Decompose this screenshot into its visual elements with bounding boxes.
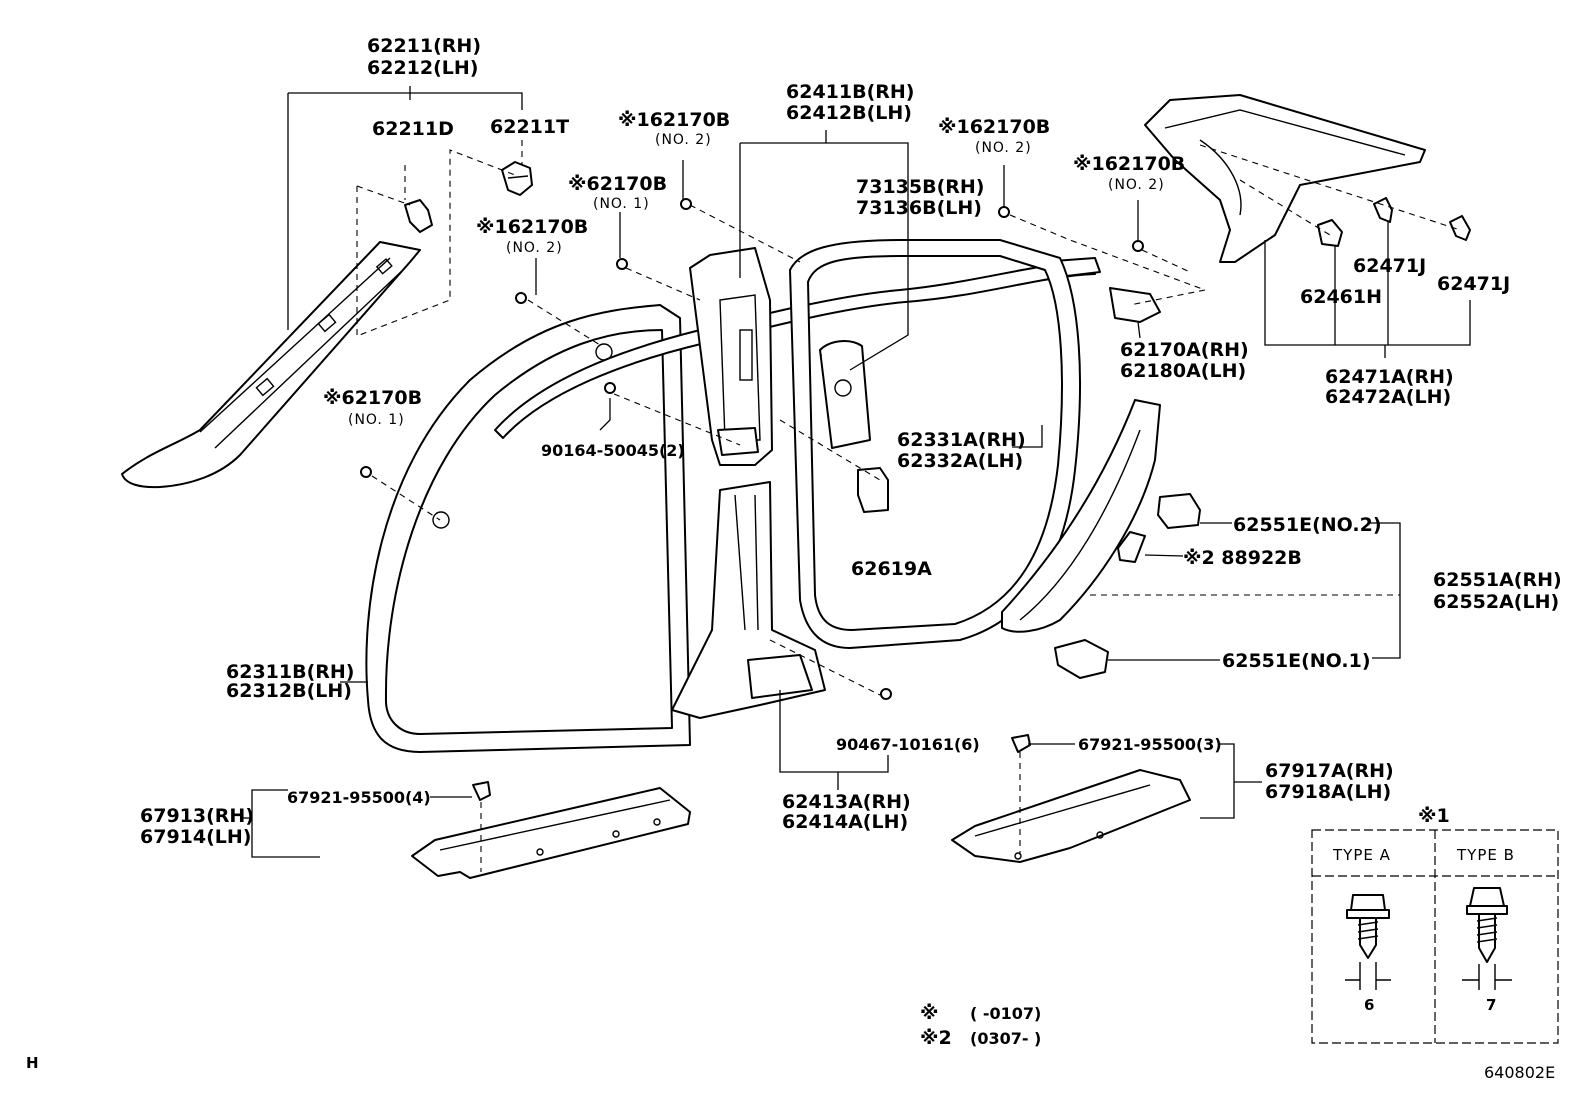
roof-side-inner-garnish <box>1001 399 1161 633</box>
label-62312b: 62312B(LH) <box>226 680 352 702</box>
label-62212: 62212(LH) <box>367 57 478 79</box>
rear-scuff-plate <box>951 769 1191 863</box>
type-a-screw-icon <box>1345 894 1391 990</box>
label-62170b-d-sub: (NO. 1) <box>348 412 405 428</box>
label-62170b-b-sub: (NO. 1) <box>593 196 650 212</box>
label-62311b: 62311B(RH) <box>226 661 354 683</box>
clip-62461h-icon <box>1317 219 1343 247</box>
label-62180a: 62180A(LH) <box>1120 360 1246 382</box>
type-b-screw-icon <box>1462 887 1512 990</box>
clip-62471j-a-icon <box>1373 197 1393 223</box>
page-code: H <box>26 1054 39 1072</box>
label-62412b: 62412B(LH) <box>786 102 912 124</box>
label-62619a: 62619A <box>851 558 932 580</box>
label-62170b-e-sub: (NO. 2) <box>975 140 1032 156</box>
label-62170b-d: ※62170B <box>323 387 422 409</box>
note2-text: (0307- ) <box>970 1029 1041 1048</box>
label-62551e-no2: 62551E(NO.2) <box>1233 514 1382 536</box>
label-62170b-a-sub: (NO. 2) <box>655 132 712 148</box>
label-62211t: 62211T <box>490 116 569 138</box>
label-62471j-b: 62471J <box>1437 273 1510 295</box>
package-tray-trim <box>1144 94 1426 263</box>
label-62461h: 62461H <box>1300 286 1382 308</box>
label-62170b-c: ※162170B <box>476 216 588 238</box>
clip-62551e-no1-icon <box>1054 639 1109 679</box>
note1-mark: ※ <box>920 1002 938 1024</box>
front-scuff-plate <box>411 787 691 879</box>
label-73135b: 73135B(RH) <box>856 176 984 198</box>
type-a-dim: 6 <box>1364 996 1374 1014</box>
label-62170b-b: ※62170B <box>568 173 667 195</box>
screw-icons <box>360 198 1144 801</box>
label-62170b-c-sub: (NO. 2) <box>506 240 563 256</box>
label-62331a: 62331A(RH) <box>897 429 1026 451</box>
footnotes: ※ ( -0107) ※2 (0307- ) <box>920 1002 1041 1049</box>
part-labels: 62211(RH) 62212(LH) 62211D 62211T ※16217… <box>140 35 1562 848</box>
label-88922b: ※2 88922B <box>1183 547 1302 569</box>
clip-62211d-icon <box>404 199 433 233</box>
center-pillar-lower-garnish <box>671 481 826 719</box>
front-door-opening-trim <box>365 304 691 753</box>
clip-88922b-icon <box>1117 531 1146 563</box>
label-62551a: 62551A(RH) <box>1433 569 1562 591</box>
diagram-id: 640802E <box>1484 1063 1555 1082</box>
seat-belt-anchor-cover <box>819 340 871 449</box>
label-62413a: 62413A(RH) <box>782 791 911 813</box>
label-62332a: 62332A(LH) <box>897 450 1023 472</box>
label-62471j-a: 62471J <box>1353 255 1426 277</box>
type-b-label: TYPE B <box>1456 846 1515 864</box>
label-62551e-no1: 62551E(NO.1) <box>1222 650 1371 672</box>
label-62411b: 62411B(RH) <box>786 81 914 103</box>
clip-62211t-icon <box>501 161 533 196</box>
label-62472a: 62472A(LH) <box>1325 386 1451 408</box>
type-a-label: TYPE A <box>1332 846 1391 864</box>
label-67914: 67914(LH) <box>140 826 251 848</box>
screw-type-box: ※1 TYPE A TYPE B 6 7 <box>1311 805 1559 1044</box>
label-62414a: 62414A(LH) <box>782 811 908 833</box>
label-62211: 62211(RH) <box>367 35 481 57</box>
label-62170b-e: ※162170B <box>938 116 1050 138</box>
label-62211d: 62211D <box>372 118 454 140</box>
clip-62551e-no2-icon <box>1157 493 1201 529</box>
label-62170b-f: ※162170B <box>1073 153 1185 175</box>
label-67917a: 67917A(RH) <box>1265 760 1394 782</box>
clip-62471j-b-icon <box>1449 215 1471 241</box>
leader-lines <box>240 86 1471 872</box>
label-67921-3: 67921-95500(3) <box>1078 735 1222 754</box>
note1-text: ( -0107) <box>970 1004 1041 1023</box>
label-62170b-a: ※162170B <box>618 109 730 131</box>
label-67913: 67913(RH) <box>140 805 254 827</box>
label-90467: 90467-10161(6) <box>836 735 980 754</box>
label-67918a: 67918A(LH) <box>1265 781 1391 803</box>
clip-62619a-icon <box>857 467 889 513</box>
label-62552a: 62552A(LH) <box>1433 591 1559 613</box>
front-pillar-garnish <box>121 241 421 489</box>
type-b-dim: 7 <box>1486 996 1496 1014</box>
note2-mark: ※2 <box>920 1027 952 1049</box>
label-90164: 90164-50045(2) <box>541 441 685 460</box>
label-73136b: 73136B(LH) <box>856 197 982 219</box>
label-62170a: 62170A(RH) <box>1120 339 1249 361</box>
rear-door-opening-trim <box>789 239 1081 649</box>
label-62471a: 62471A(RH) <box>1325 366 1454 388</box>
label-67921-4: 67921-95500(4) <box>287 788 431 807</box>
label-62170b-f-sub: (NO. 2) <box>1108 177 1165 193</box>
center-pillar-upper-garnish <box>689 247 773 466</box>
type-box-header: ※1 <box>1418 805 1450 827</box>
